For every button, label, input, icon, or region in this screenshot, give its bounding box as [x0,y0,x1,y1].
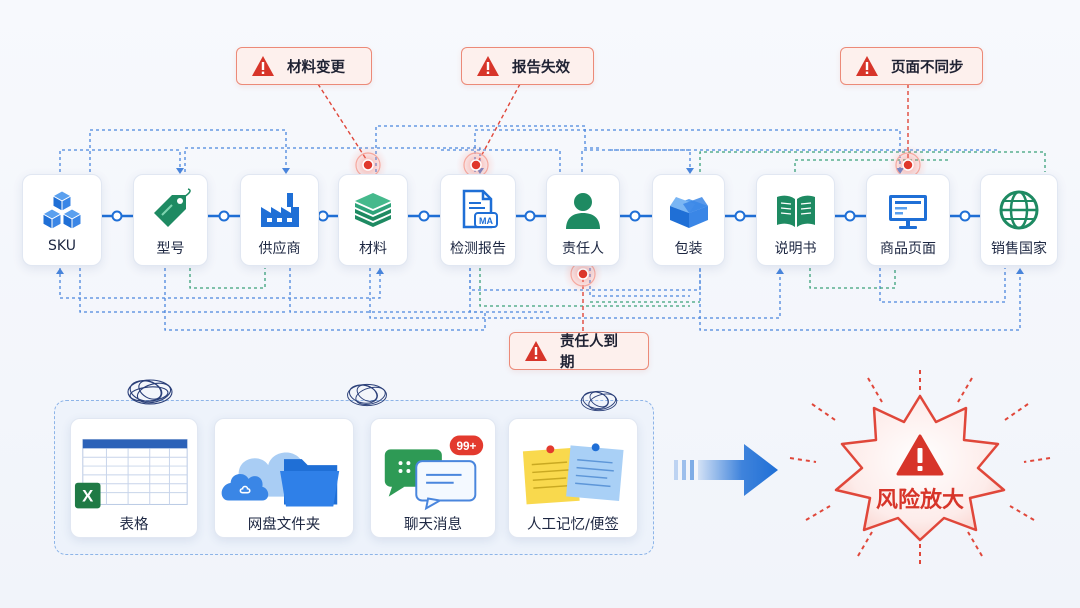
right-arrow-icon [674,444,778,496]
alert-material-change[interactable]: 材料变更 [236,47,372,85]
node-label: 责任人 [562,241,604,257]
node-label: 型号 [156,241,185,257]
report-document-icon: MA [441,187,515,233]
tangle-scribble-icon [580,390,618,412]
alert-owner-expired[interactable]: 责任人到期 [509,332,649,371]
alert-label: 报告失效 [512,59,570,76]
node-material[interactable]: 材料 [338,174,408,266]
tangle-scribble-icon [127,379,173,405]
globe-icon [981,187,1057,233]
tool-label: 人工记忆/便签 [527,517,619,533]
unread-badge: 99+ [456,439,476,453]
node-label: 销售国家 [991,241,1047,257]
node-label: 材料 [359,241,387,257]
node-model[interactable]: 型号 [133,174,208,266]
tag-icon [134,187,207,233]
package-box-icon [653,187,724,233]
alert-report-expired[interactable]: 报告失效 [461,47,594,85]
tangle-scribble-icon [347,383,387,407]
node-product-page[interactable]: 商品页面 [866,174,950,266]
cubes-icon [23,187,101,233]
node-label: 包装 [674,241,703,257]
monitor-page-icon [867,187,949,233]
chat-bubbles-icon: 99+ [371,427,495,513]
alert-label: 责任人到期 [560,334,618,371]
alert-label: 材料变更 [287,59,345,76]
tool-label: 聊天消息 [404,517,462,533]
risk-amplified-label: 风险放大 [875,488,964,513]
open-book-icon [757,187,834,233]
person-icon [547,187,619,233]
excel-spreadsheet-icon: X [71,427,197,513]
warning-triangle-icon [477,56,499,76]
node-label: 供应商 [258,241,301,257]
tool-cloud-folder[interactable]: 网盘文件夹 [214,418,354,538]
warning-triangle-icon [525,341,547,361]
node-label: 说明书 [774,241,817,257]
node-packaging[interactable]: 包装 [652,174,725,266]
warning-triangle-icon [856,56,878,76]
node-label: 商品页面 [880,241,936,257]
tool-label: 网盘文件夹 [247,517,321,533]
alert-page-out-of-sync[interactable]: 页面不同步 [840,47,983,85]
alert-label: 页面不同步 [891,59,964,76]
tool-spreadsheet[interactable]: X 表格 [70,418,198,538]
node-label: 检测报告 [450,241,506,257]
tool-sticky-notes[interactable]: 人工记忆/便签 [508,418,638,538]
cloud-folder-icon [215,427,353,513]
report-icon-text: MA [479,216,493,226]
node-owner[interactable]: 责任人 [546,174,620,266]
excel-icon-letter: X [82,487,93,506]
layers-icon [339,187,407,233]
node-supplier[interactable]: 供应商 [240,174,319,266]
node-sku[interactable]: SKU [22,174,102,266]
node-sales-country[interactable]: 销售国家 [980,174,1058,266]
node-test-report[interactable]: MA 检测报告 [440,174,516,266]
sticky-notes-icon [509,427,637,513]
warning-burst-icon [789,370,1051,564]
factory-icon [241,187,318,233]
node-label: SKU [48,238,76,254]
warning-triangle-icon [252,56,274,76]
tool-label: 表格 [119,517,149,533]
node-manual[interactable]: 说明书 [756,174,835,266]
tool-chat-messages[interactable]: 99+ 聊天消息 [370,418,496,538]
